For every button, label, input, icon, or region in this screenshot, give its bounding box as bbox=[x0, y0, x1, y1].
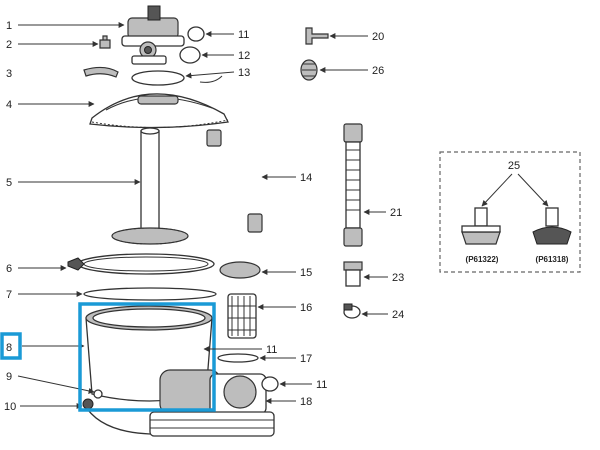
callout-18: 18 bbox=[300, 396, 312, 408]
variant-label-1: (P61322) bbox=[466, 255, 499, 264]
clamp-3 bbox=[83, 66, 119, 78]
fitting-p61322 bbox=[461, 207, 501, 245]
callout-2: 2 bbox=[6, 39, 12, 51]
strainer-basket bbox=[227, 293, 257, 339]
variant-box bbox=[439, 151, 581, 273]
callout-7: 7 bbox=[6, 289, 12, 301]
callout-9: 9 bbox=[6, 371, 12, 383]
strainer-lid bbox=[219, 261, 261, 279]
clamp-3-arm bbox=[199, 75, 223, 83]
callout-4: 4 bbox=[6, 99, 12, 111]
fitting-p61318 bbox=[532, 207, 572, 245]
hose-14-fitting-bottom bbox=[247, 213, 263, 233]
callout-11-top: 11 bbox=[238, 29, 249, 41]
o-ring-13 bbox=[131, 70, 185, 86]
tank-dome bbox=[89, 93, 229, 129]
callout-26: 26 bbox=[372, 65, 384, 77]
variant-box-number: 25 bbox=[508, 160, 520, 172]
adapter-23 bbox=[343, 261, 363, 287]
callout-21: 21 bbox=[390, 207, 402, 219]
o-ring-11-lower bbox=[261, 376, 279, 392]
callout-16: 16 bbox=[300, 302, 312, 314]
pressure-gauge bbox=[99, 35, 111, 49]
callout-11-lower: 11 bbox=[316, 379, 327, 391]
callout-14: 14 bbox=[300, 172, 312, 184]
callout-17: 17 bbox=[300, 353, 312, 365]
drain-valve bbox=[82, 398, 94, 410]
tank-highlight-box bbox=[78, 302, 216, 412]
callout-13: 13 bbox=[238, 67, 250, 79]
tank-o-ring bbox=[83, 287, 217, 301]
multiport-valve bbox=[121, 5, 185, 65]
o-ring-11-top bbox=[187, 26, 205, 42]
clamp-ring bbox=[67, 253, 215, 275]
callout-15: 15 bbox=[300, 267, 312, 279]
callout-3: 3 bbox=[6, 68, 12, 80]
callout-12: 12 bbox=[238, 50, 250, 62]
pump-motor bbox=[149, 369, 275, 437]
hose-14-fitting-top bbox=[206, 129, 222, 147]
drain-plug bbox=[93, 389, 103, 399]
bolt-20 bbox=[305, 27, 329, 45]
callout-8: 8 bbox=[6, 342, 12, 354]
callout-5: 5 bbox=[6, 177, 12, 189]
nut-26 bbox=[300, 59, 318, 81]
callout-20: 20 bbox=[372, 31, 384, 43]
hose-21 bbox=[343, 123, 363, 247]
o-ring-17 bbox=[217, 353, 259, 363]
variant-label-2: (P61318) bbox=[536, 255, 569, 264]
callout-10: 10 bbox=[4, 401, 16, 413]
callout-24: 24 bbox=[392, 309, 404, 321]
callout-11-mid: 11 bbox=[266, 344, 277, 356]
standpipe-laterals bbox=[111, 127, 189, 245]
hose-clamp-24 bbox=[343, 303, 361, 319]
callout-6: 6 bbox=[6, 263, 12, 275]
callout-1: 1 bbox=[6, 20, 12, 32]
o-ring-12 bbox=[179, 46, 201, 64]
callout-23: 23 bbox=[392, 272, 404, 284]
callout-8-highlight bbox=[0, 332, 22, 360]
